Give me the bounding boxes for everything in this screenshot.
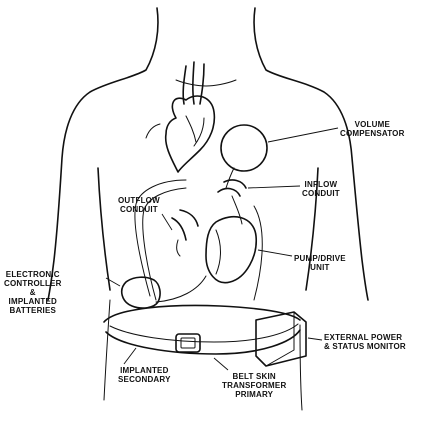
belt-skin-transformer-label-line3: PRIMARY	[222, 390, 286, 399]
pump-drive-unit-label: PUMP/DRIVE UNIT	[294, 254, 346, 272]
volume-compensator-label-line1: VOLUME	[340, 120, 405, 129]
volume-compensator	[221, 125, 267, 188]
implanted-secondary-label-line2: SECONDARY	[118, 375, 171, 384]
outflow-conduit-label-line2: CONDUIT	[118, 205, 160, 214]
outflow-conduit	[172, 210, 198, 256]
implanted-secondary-label: IMPLANTED SECONDARY	[118, 366, 171, 384]
external-power-monitor	[256, 312, 306, 366]
pump-drive-unit	[206, 217, 256, 283]
electronic-controller-label-line2: CONTROLLER	[4, 279, 62, 288]
inflow-conduit-label-line2: CONDUIT	[302, 189, 340, 198]
outflow-conduit-label-line1: OUTFLOW	[118, 196, 160, 205]
belt-skin-transformer	[104, 306, 300, 354]
belt-skin-transformer-label: BELT SKIN TRANSFORMER PRIMARY	[222, 372, 286, 399]
pump-drive-unit-label-line2: UNIT	[294, 263, 346, 272]
external-power-label-line2: & STATUS MONITOR	[324, 342, 406, 351]
volume-compensator-label: VOLUME COMPENSATOR	[340, 120, 405, 138]
inflow-conduit-label: INFLOW CONDUIT	[302, 180, 340, 198]
inflow-conduit-label-line1: INFLOW	[302, 180, 340, 189]
pump-drive-unit-label-line1: PUMP/DRIVE	[294, 254, 346, 263]
torso-outline	[48, 8, 368, 410]
electronic-controller-label-line1: ELECTRONIC	[4, 270, 62, 279]
electronic-controller-label-line5: BATTERIES	[4, 306, 62, 315]
implanted-secondary-label-line1: IMPLANTED	[118, 366, 171, 375]
external-power-label: EXTERNAL POWER & STATUS MONITOR	[324, 333, 406, 351]
electronic-controller-label: ELECTRONIC CONTROLLER & IMPLANTED BATTER…	[4, 270, 62, 315]
electronic-controller-label-line3: &	[4, 288, 62, 297]
volume-compensator-label-line2: COMPENSATOR	[340, 129, 405, 138]
outflow-conduit-label: OUTFLOW CONDUIT	[118, 196, 160, 214]
leader-lines	[106, 128, 338, 370]
electronic-controller-label-line4: IMPLANTED	[4, 297, 62, 306]
external-power-label-line1: EXTERNAL POWER	[324, 333, 406, 342]
heart	[146, 62, 214, 172]
belt-skin-transformer-label-line1: BELT SKIN	[222, 372, 286, 381]
belt-skin-transformer-label-line2: TRANSFORMER	[222, 381, 286, 390]
